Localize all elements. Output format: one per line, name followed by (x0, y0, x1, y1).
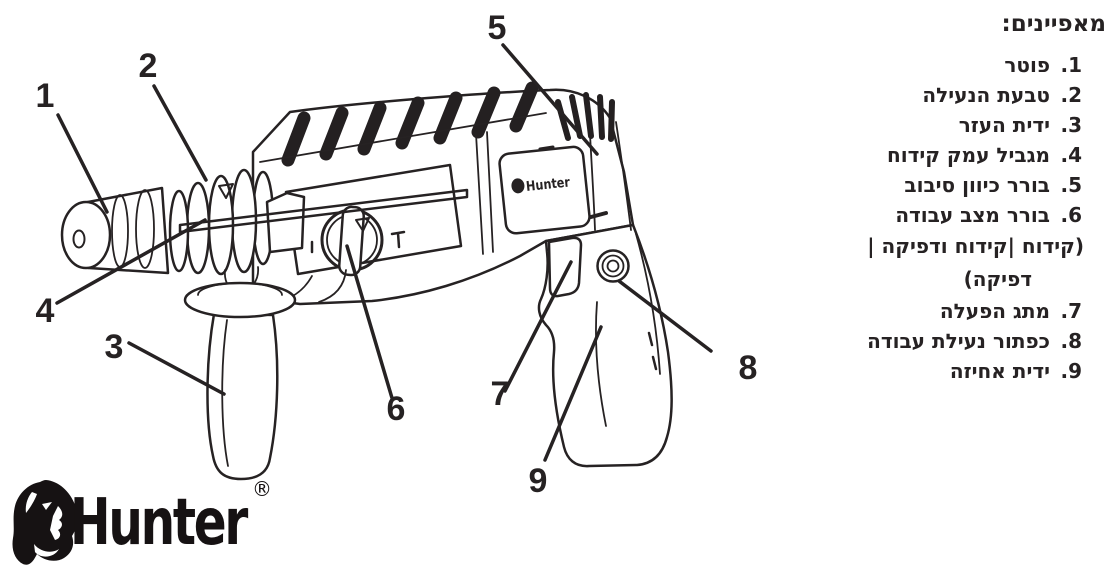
parts-list-item: 5. בורר כיוון סיבוב (765, 170, 1110, 200)
part-number: 3. (1060, 113, 1082, 137)
parts-list: 1. פוטר 2. טבעת הנעילה 3. ידית העזר 4. מגביל עמ… (765, 50, 1110, 386)
part-number: 6. (1060, 203, 1082, 227)
parts-list-item: 1. פוטר (765, 50, 1110, 80)
trigger (547, 236, 583, 298)
part-label: טבעת הנעילה (922, 83, 1050, 107)
part-label-continuation: (קידוח |קידוח ודפיקה | (867, 234, 1084, 258)
brand-logo: Hunter ® (12, 477, 272, 565)
part-label: מתג הפעלה (939, 299, 1050, 323)
leader-line-4 (55, 218, 207, 305)
part-number: 8. (1060, 329, 1082, 353)
leader-lines (55, 43, 713, 462)
grip-handle (206, 312, 279, 481)
chuck (60, 186, 170, 275)
callout-number-1: 1 (36, 77, 55, 115)
part-number: 5. (1060, 173, 1082, 197)
parts-list-item: 6. בורר מצב עבודה (765, 200, 1110, 230)
leader-line-8 (617, 279, 713, 353)
parts-list-panel: מאפיינים: 1. פוטר 2. טבעת הנעילה 3. ידית העזר… (765, 8, 1110, 386)
part-label: בורר מצב עבודה (895, 203, 1050, 227)
body-seam (259, 112, 547, 163)
parts-list-item: 2. טבעת הנעילה (765, 80, 1110, 110)
part-number: 1. (1060, 53, 1082, 77)
callout-number-7: 7 (491, 375, 510, 413)
hammer-mode-icon (390, 230, 406, 249)
registered-trademark-icon: ® (252, 477, 272, 501)
handle-flange (183, 281, 297, 319)
drill-body: Hunter (213, 81, 673, 468)
part-label: ידית אחיזה (949, 359, 1050, 383)
part-label-continuation: דפיקה) (963, 267, 1032, 291)
leader-line-2 (152, 84, 208, 182)
leader-line-7 (503, 260, 573, 393)
device-brand-label: Hunter (525, 174, 571, 195)
face-silhouette-icon (12, 480, 78, 565)
parts-list-item: 7. מתג הפעלה (765, 296, 1110, 326)
part-label: כפתור נעילת עבודה (867, 329, 1050, 353)
device-label-plate: Hunter (498, 145, 591, 235)
chuck-bore-icon (72, 229, 86, 249)
callout-number-6: 6 (387, 390, 406, 428)
parts-list-item: 9. ידית אחיזה (765, 356, 1110, 386)
leader-line-6 (345, 244, 394, 400)
locking-ring (168, 168, 275, 276)
callout-number-5: 5 (488, 9, 507, 47)
device-logo-face-icon (511, 178, 525, 194)
leader-line-3 (127, 341, 226, 396)
depth-gauge-rod (178, 188, 469, 254)
knob-pointer-icon (355, 217, 370, 232)
part-label: פוטר (1004, 53, 1050, 77)
part-number: 2. (1060, 83, 1082, 107)
rod-clamp (265, 191, 306, 254)
callout-numbers: 1 2 3 4 5 6 7 8 9 (36, 9, 758, 500)
part-number: 7. (1060, 299, 1082, 323)
auxiliary-handle (183, 266, 347, 481)
parts-list-item: 8. כפתור נעילת עבודה (765, 326, 1110, 356)
callout-number-8: 8 (739, 349, 758, 387)
leader-line-5 (501, 43, 599, 156)
leader-line-9 (543, 325, 603, 462)
part-label: בורר כיוון סיבוב (904, 173, 1050, 197)
lock-button (596, 249, 630, 283)
callout-number-4: 4 (36, 292, 55, 330)
brand-logo-text: Hunter (70, 486, 249, 560)
part-number: 9. (1060, 359, 1082, 383)
callout-number-3: 3 (105, 328, 124, 366)
callout-number-2: 2 (139, 47, 158, 85)
parts-list-title: מאפיינים: (1001, 11, 1106, 37)
ring-marker-icon (218, 183, 234, 199)
drill-diagram: Hunter (36, 9, 758, 500)
callout-number-9: 9 (529, 462, 548, 500)
leader-line-1 (56, 113, 109, 214)
part-label: מגביל עמק קידוח (886, 143, 1050, 167)
parts-list-item: 4. מגביל עמק קידוח (765, 140, 1110, 170)
rear-vents (555, 92, 615, 142)
part-number: 4. (1060, 143, 1082, 167)
part-label: ידית העזר (958, 113, 1050, 137)
parts-list-item: 3. ידית העזר (765, 110, 1110, 140)
